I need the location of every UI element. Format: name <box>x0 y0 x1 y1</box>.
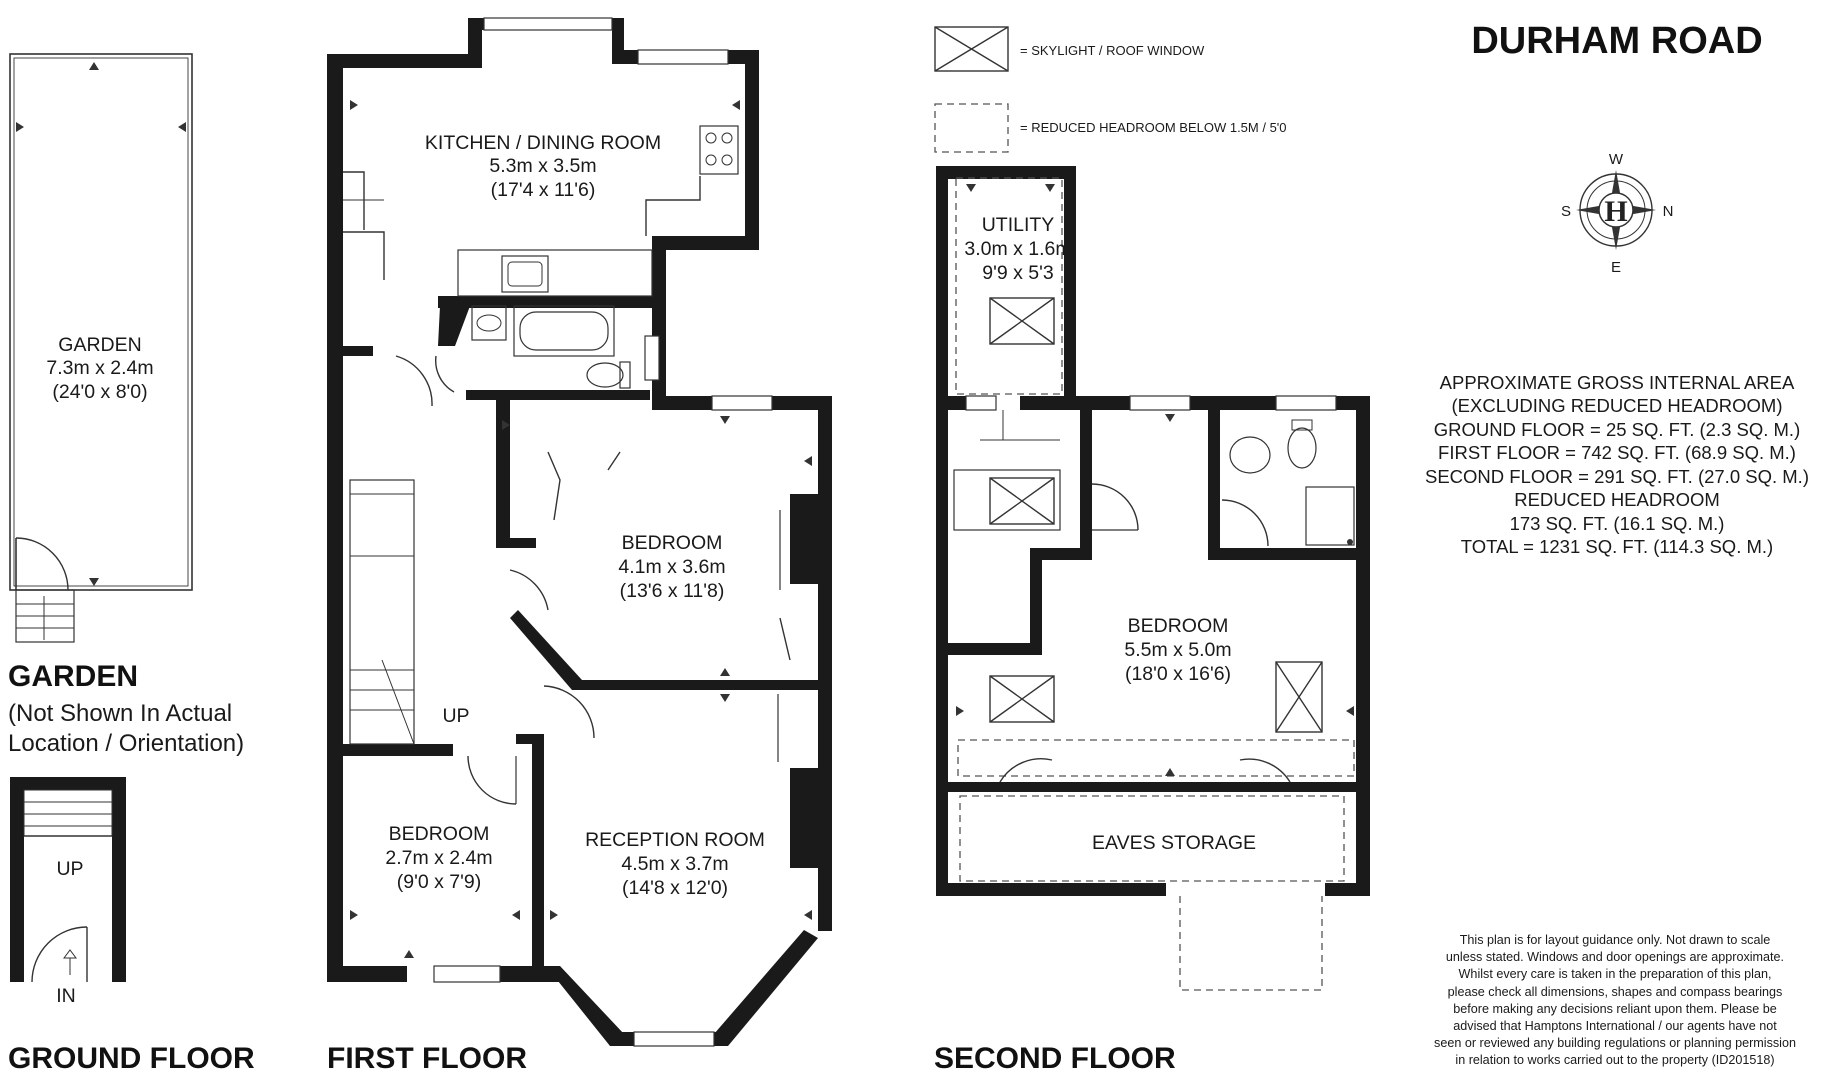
first-floor-heading: FIRST FLOOR <box>327 1042 527 1075</box>
garden-note-line2: Location / Orientation) <box>8 730 244 757</box>
area-line: 173 SQ. FT. (16.1 SQ. M.) <box>1510 513 1725 534</box>
second-floor-plan: UTILITY 3.0m x 1.6m 9'9 x 5'3 BEDROOM 5.… <box>936 166 1370 991</box>
bedroom-second-metric: 5.5m x 5.0m <box>1124 639 1231 661</box>
disclaimer-line: Whilst every care is taken in the prepar… <box>1458 967 1772 982</box>
compass-rose: H W S N E <box>1561 151 1673 276</box>
area-line: FIRST FLOOR = 742 SQ. FT. (68.9 SQ. M.) <box>1438 442 1796 463</box>
disclaimer-line: unless stated. Windows and door openings… <box>1445 950 1785 965</box>
compass-n: N <box>1663 203 1674 220</box>
bedroom-second-imperial: (18'0 x 16'6) <box>1125 663 1231 685</box>
bedroom-first-b-metric: 2.7m x 2.4m <box>385 847 492 869</box>
utility-name: UTILITY <box>982 214 1055 236</box>
disclaimer-line: seen or reviewed any building regulation… <box>1434 1036 1796 1051</box>
garden-plan: GARDEN 7.3m x 2.4m (24'0 x 8'0) <box>9 53 193 643</box>
kitchen-name: KITCHEN / DINING ROOM <box>425 132 661 154</box>
ground-floor-heading: GROUND FLOOR <box>8 1042 255 1075</box>
bedroom-first-b-imperial: (9'0 x 7'9) <box>397 871 481 893</box>
area-line: SECOND FLOOR = 291 SQ. FT. (27.0 SQ. M.) <box>1425 466 1809 487</box>
second-floor-heading: SECOND FLOOR <box>934 1042 1176 1075</box>
bedroom-first-a-name: BEDROOM <box>622 532 723 554</box>
kitchen-imperial: (17'4 x 11'6) <box>491 179 596 201</box>
reception-name: RECEPTION ROOM <box>585 829 765 851</box>
compass-logo: H <box>1604 195 1627 228</box>
bedroom-second-name: BEDROOM <box>1128 615 1229 637</box>
garden-name: GARDEN <box>58 334 141 356</box>
area-line: REDUCED HEADROOM <box>1514 489 1720 510</box>
legend-skylight: = SKYLIGHT / ROOF WINDOW <box>934 26 1205 72</box>
reduced-headroom-legend-icon <box>934 103 1009 153</box>
legend-reduced-headroom-text: = REDUCED HEADROOM BELOW 1.5M / 5'0 <box>1020 120 1287 135</box>
disclaimer-line: please check all dimensions, shapes and … <box>1447 984 1783 999</box>
disclaimer-line: advised that Hamptons International / ou… <box>1453 1019 1777 1034</box>
compass-w: W <box>1609 151 1624 168</box>
ground-up-label: UP <box>56 858 83 880</box>
skylight-legend-icon <box>934 26 1009 72</box>
compass-s: S <box>1561 203 1571 220</box>
disclaimer-line: This plan is for layout guidance only. N… <box>1459 933 1771 947</box>
garden-note-line1: (Not Shown In Actual <box>8 700 232 727</box>
property-title: DURHAM ROAD <box>1471 20 1762 62</box>
compass-e: E <box>1611 259 1621 276</box>
area-line: GROUND FLOOR = 25 SQ. FT. (2.3 SQ. M.) <box>1434 419 1800 440</box>
garden-imperial: (24'0 x 8'0) <box>52 381 147 403</box>
bedroom-first-a-metric: 4.1m x 3.6m <box>618 556 725 578</box>
area-summary: APPROXIMATE GROSS INTERNAL AREA (EXCLUDI… <box>1425 372 1809 557</box>
garden-heading: GARDEN <box>8 660 138 693</box>
disclaimer-line: in relation to works carried out to the … <box>1455 1053 1775 1068</box>
reception-metric: 4.5m x 3.7m <box>621 853 728 875</box>
legend-skylight-text: = SKYLIGHT / ROOF WINDOW <box>1020 43 1205 58</box>
kitchen-metric: 5.3m x 3.5m <box>489 155 596 177</box>
utility-imperial: 9'9 x 5'3 <box>982 262 1053 284</box>
garden-metric: 7.3m x 2.4m <box>46 357 153 379</box>
reception-imperial: (14'8 x 12'0) <box>622 877 728 899</box>
ground-in-label: IN <box>56 985 76 1007</box>
eaves-name: EAVES STORAGE <box>1092 832 1256 854</box>
first-up-label: UP <box>442 705 469 727</box>
area-line: TOTAL = 1231 SQ. FT. (114.3 SQ. M.) <box>1461 536 1773 557</box>
ground-floor-plan: UP IN <box>10 777 126 1007</box>
bedroom-first-b-name: BEDROOM <box>389 823 490 845</box>
first-floor-plan: KITCHEN / DINING ROOM 5.3m x 3.5m (17'4 … <box>327 17 832 1047</box>
utility-metric: 3.0m x 1.6m <box>964 238 1071 260</box>
area-line: (EXCLUDING REDUCED HEADROOM) <box>1452 395 1783 416</box>
bedroom-first-a-imperial: (13'6 x 11'8) <box>620 580 725 602</box>
disclaimer-line: before making any decisions reliant upon… <box>1453 1001 1777 1016</box>
disclaimer: This plan is for layout guidance only. N… <box>1395 932 1835 1070</box>
legend-reduced-headroom: = REDUCED HEADROOM BELOW 1.5M / 5'0 <box>934 103 1287 153</box>
area-line: APPROXIMATE GROSS INTERNAL AREA <box>1440 372 1795 393</box>
